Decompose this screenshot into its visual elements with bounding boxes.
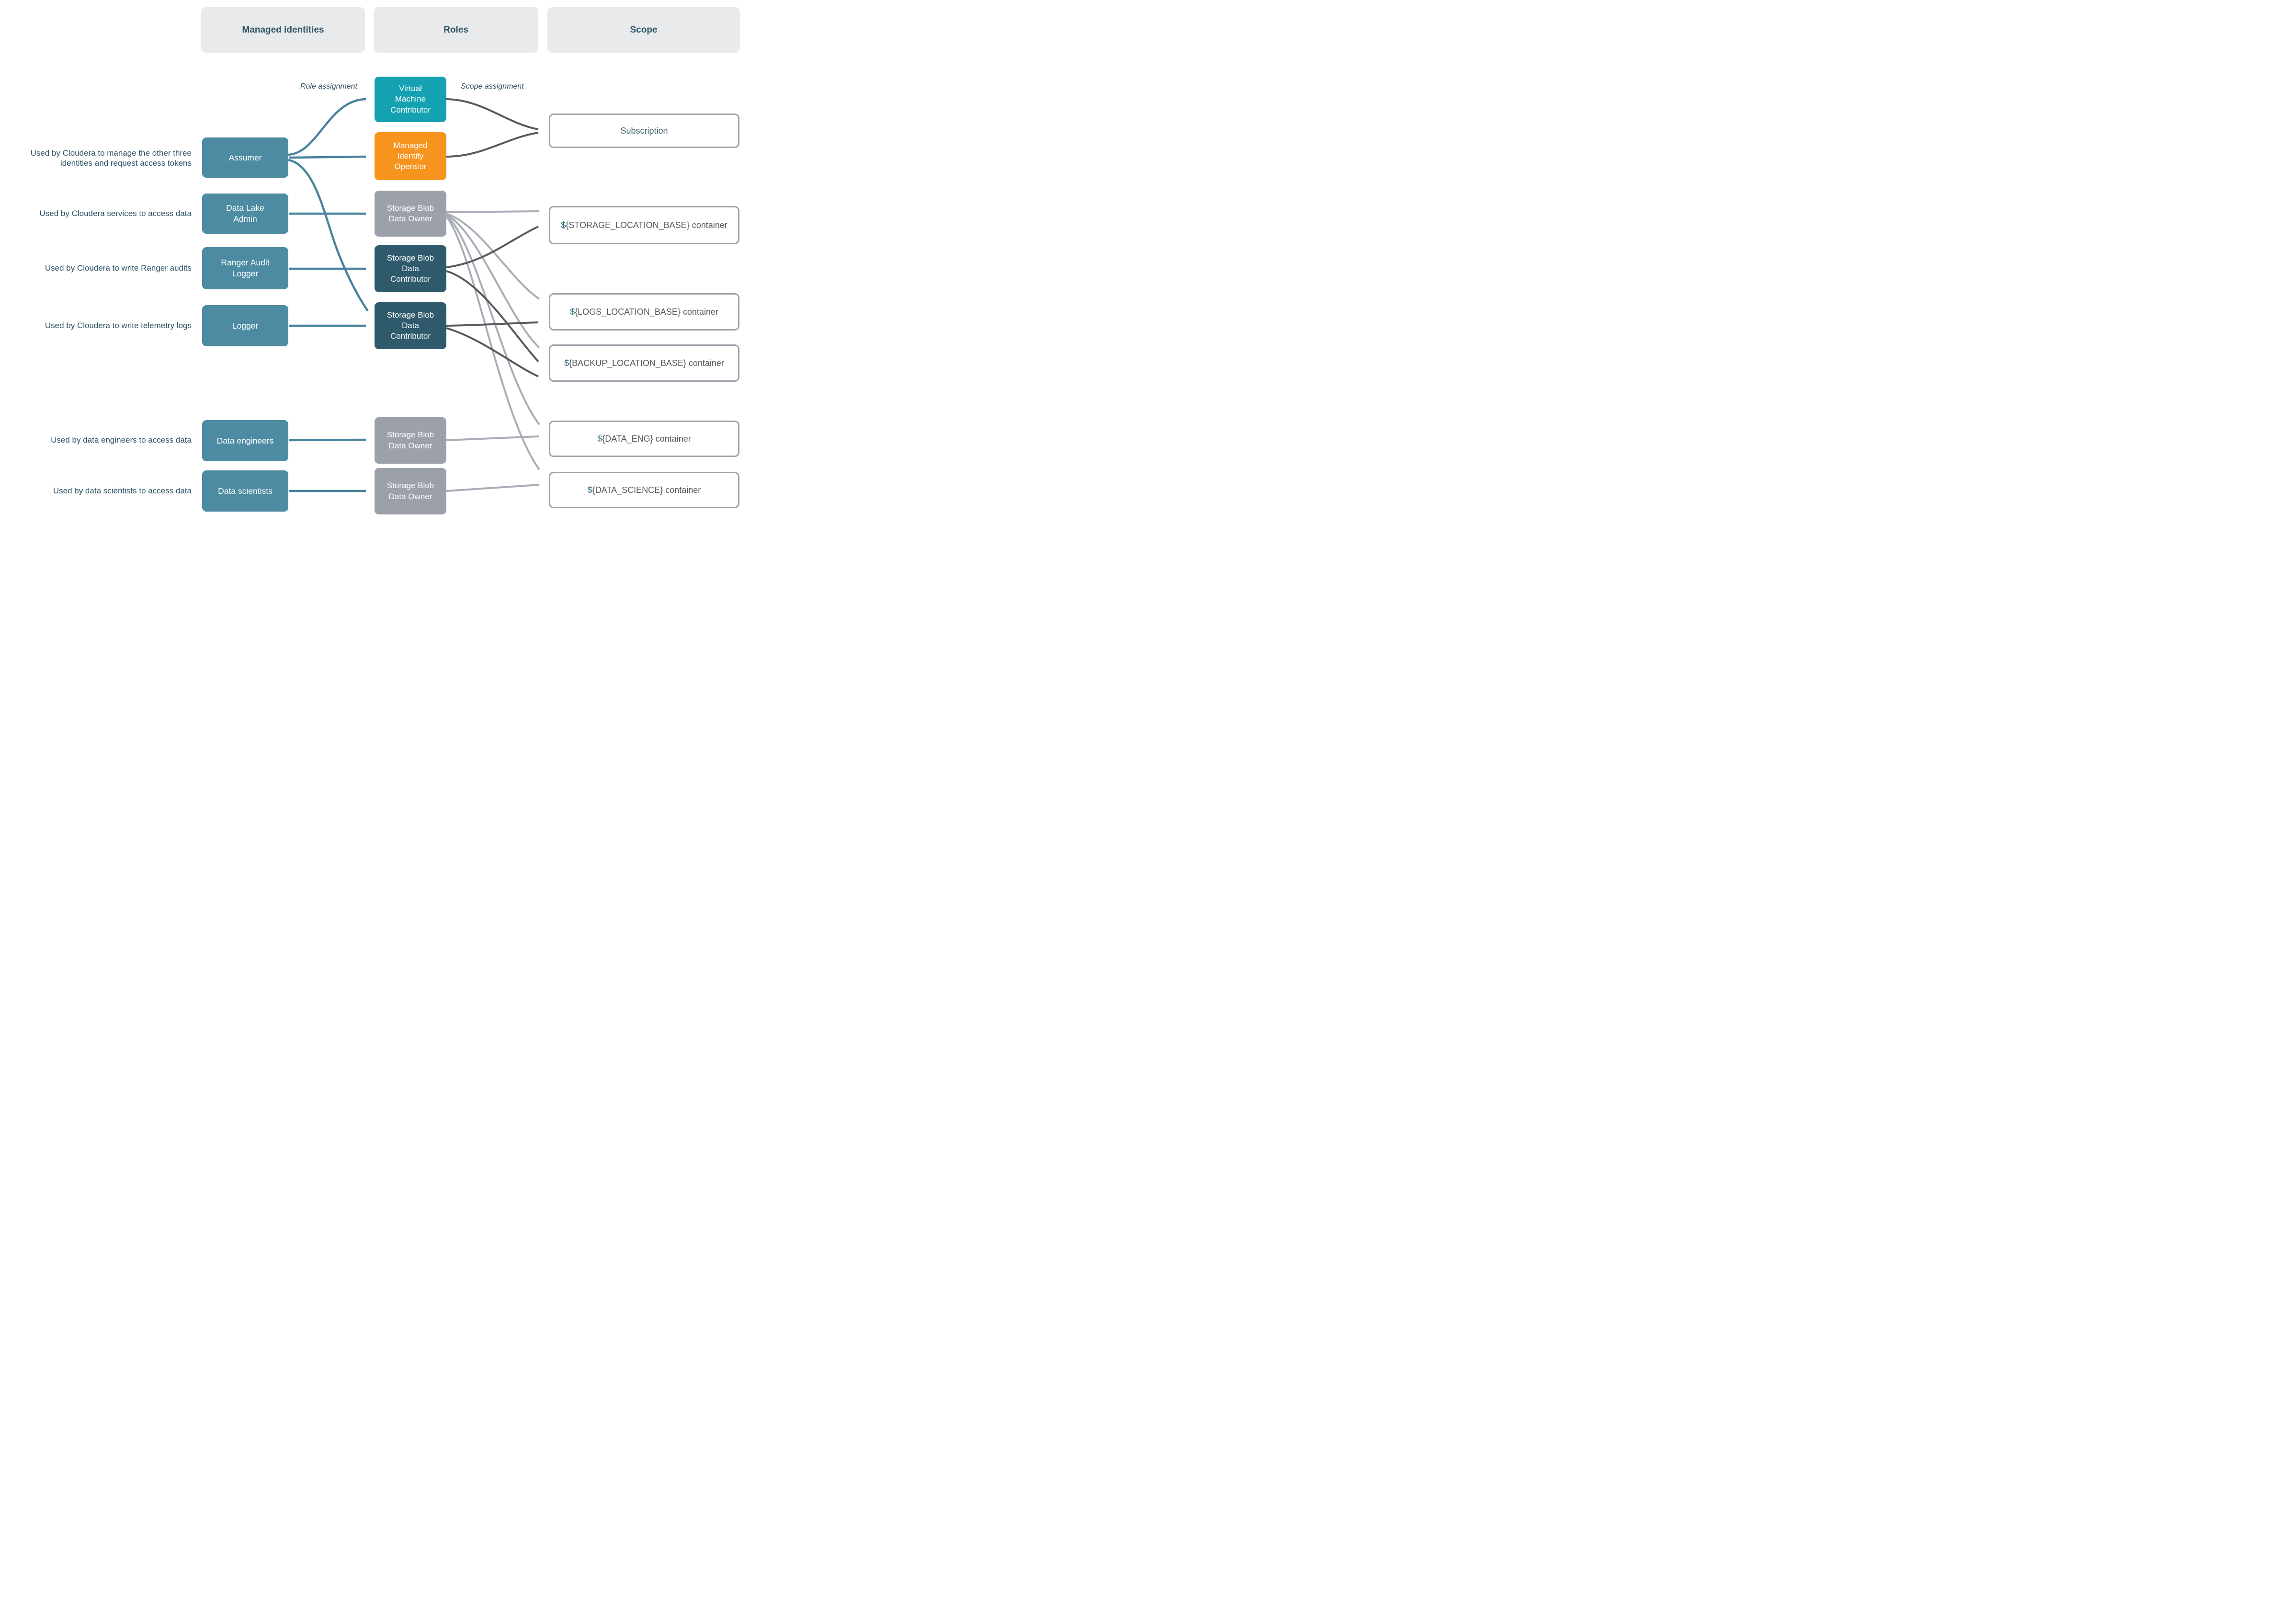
column-header-label: Roles — [443, 24, 468, 35]
edge-owner-dla-to-logs-container — [446, 213, 540, 300]
role-node-virtual-machine-contributor: Virtual Machine Contributor — [375, 77, 446, 122]
role-node-storage-blob-data-owner-dla: Storage Blob Data Owner — [375, 191, 446, 237]
role-node-managed-identity-operator: Managed Identity Operator — [375, 132, 446, 180]
edge-contributor-ral-to-backup-container — [446, 270, 539, 363]
edge-owner-dla-to-data-science-container — [445, 216, 540, 470]
dollar-sign: $ — [561, 220, 566, 230]
scope-node-subscription: Subscription — [549, 114, 739, 148]
scope-label: {DATA_SCIENCE} container — [592, 485, 701, 495]
column-header-label: Managed identities — [242, 24, 324, 35]
column-header-label: Scope — [630, 24, 658, 35]
description-data-engineers: Used by data engineers to access data — [51, 435, 192, 445]
identity-node-data-lake-admin: Data Lake Admin — [202, 194, 288, 234]
column-header-scope: Scope — [547, 7, 740, 53]
role-assignment-label: Role assignment — [300, 82, 357, 91]
scope-label: {DATA_ENG} container — [602, 434, 691, 444]
identity-node-data-scientists: Data scientists — [202, 470, 288, 512]
identity-node-data-engineers: Data engineers — [202, 420, 288, 461]
scope-node-storage-location-base: ${STORAGE_LOCATION_BASE} container — [549, 206, 739, 244]
dollar-sign: $ — [564, 358, 569, 368]
role-node-storage-blob-data-contributor-log: Storage Blob Data Contributor — [375, 302, 446, 349]
identity-node-ranger-audit-logger: Ranger Audit Logger — [202, 247, 288, 289]
azure-identities-roles-scope-diagram: Managed identities Roles Scope Role assi… — [0, 0, 740, 515]
edge-owner-dla-to-data-eng-container — [445, 215, 540, 425]
edge-assumer-to-vm-contributor — [288, 98, 366, 156]
edge-contributor-ral-to-storage-container — [446, 226, 539, 268]
dollar-sign: $ — [597, 434, 602, 444]
scope-node-data-eng: ${DATA_ENG} container — [549, 421, 739, 457]
description-data-scientists: Used by data scientists to access data — [53, 486, 192, 496]
scope-label: {BACKUP_LOCATION_BASE} container — [569, 358, 724, 368]
dollar-sign: $ — [587, 485, 592, 495]
edge-owner-dla-to-storage-container — [446, 210, 540, 213]
role-node-storage-blob-data-contributor-ral: Storage Blob Data Contributor — [375, 245, 446, 292]
identity-node-logger: Logger — [202, 305, 288, 346]
column-header-roles: Roles — [374, 7, 538, 53]
edge-contributor-log-to-logs-container — [446, 321, 539, 327]
description-logger: Used by Cloudera to write telemetry logs — [45, 321, 192, 331]
edge-owner-de-to-data-eng-container — [446, 435, 540, 441]
scope-node-logs-location-base: ${LOGS_LOCATION_BASE} container — [549, 293, 739, 331]
description-data-lake-admin: Used by Cloudera services to access data — [39, 209, 192, 218]
role-node-storage-blob-data-owner-de: Storage Blob Data Owner — [375, 417, 446, 464]
scope-label: {LOGS_LOCATION_BASE} container — [575, 307, 718, 317]
edge-owner-ds-to-data-science-container — [446, 484, 540, 492]
scope-assignment-label: Scope assignment — [461, 82, 524, 91]
edge-assumer-to-contributor-log — [288, 159, 369, 312]
edge-mi-operator-to-subscription — [446, 132, 539, 158]
role-node-storage-blob-data-owner-ds: Storage Blob Data Owner — [375, 468, 446, 514]
edge-assumer-to-mi-operator — [289, 155, 366, 159]
identity-node-assumer: Assumer — [202, 137, 288, 178]
edge-owner-dla-to-backup-container — [446, 214, 540, 349]
description-ranger-audit-logger: Used by Cloudera to write Ranger audits — [45, 263, 192, 273]
scope-label: {STORAGE_LOCATION_BASE} container — [566, 220, 727, 230]
edge-vm-contributor-to-subscription — [446, 98, 539, 130]
dollar-sign: $ — [570, 307, 575, 317]
column-header-managed-identities: Managed identities — [201, 7, 365, 53]
scope-node-backup-location-base: ${BACKUP_LOCATION_BASE} container — [549, 344, 739, 382]
scope-label: Subscription — [620, 126, 668, 136]
connector-edges — [288, 98, 540, 492]
edge-contributor-log-to-backup-container — [446, 327, 539, 377]
scope-node-data-science: ${DATA_SCIENCE} container — [549, 472, 739, 508]
description-assumer: Used by Cloudera to manage the other thr… — [30, 148, 192, 168]
